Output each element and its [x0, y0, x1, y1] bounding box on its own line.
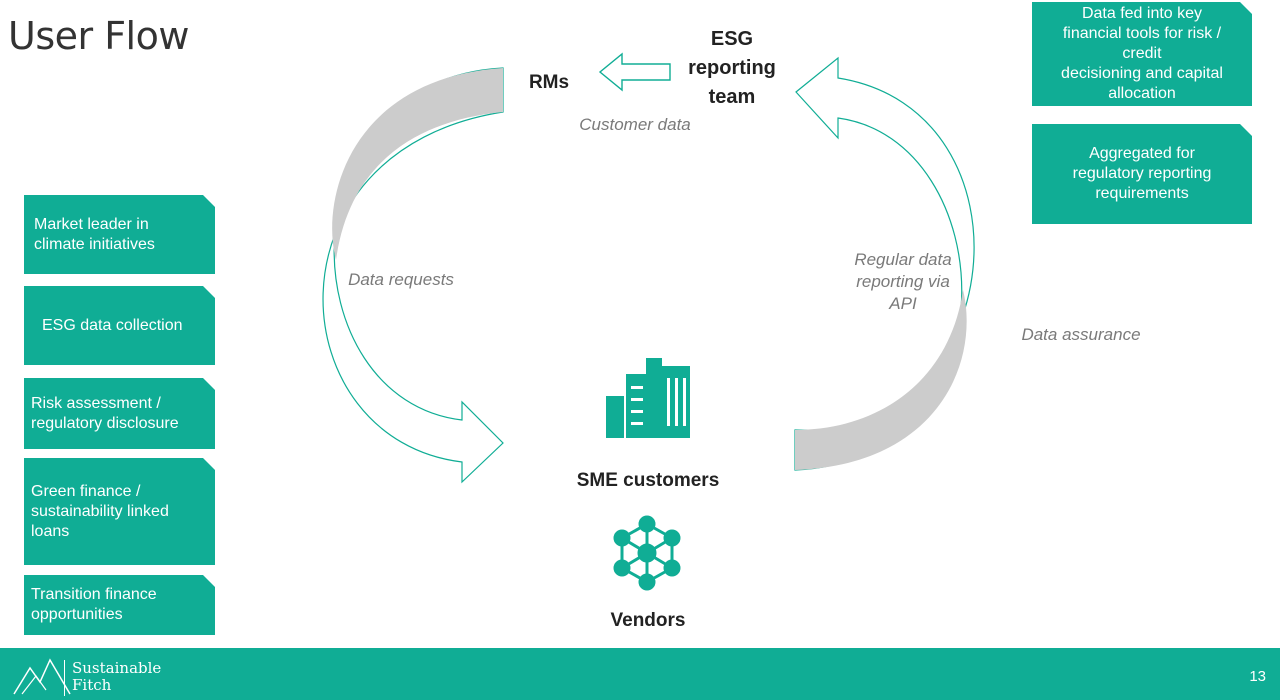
flow-diagram	[322, 52, 975, 591]
data-assurance-label: Data assurance	[1021, 325, 1141, 344]
page-number: 13	[1249, 668, 1266, 685]
card-green-finance: Green finance / sustainability linked lo…	[24, 458, 215, 565]
regular-reporting-arrow-shade	[795, 290, 967, 470]
brand-line-1: Sustainable	[72, 659, 162, 677]
customer-data-label: Customer data	[579, 115, 691, 134]
rms-label: RMs	[528, 72, 570, 93]
card-esg-data-collection: ESG data collection	[24, 286, 215, 365]
mountain-logo-icon	[13, 658, 71, 695]
card-market-leader: Market leader in climate initiatives	[24, 195, 215, 274]
regular-reporting-label: Regular data reporting via API	[854, 250, 952, 313]
card-regulatory-reporting: Aggregated for regulatory reporting requ…	[1032, 124, 1252, 224]
vendors-label: Vendors	[610, 610, 686, 631]
data-requests-arrow-shade	[332, 68, 503, 260]
card-transition-finance: Transition finance opportunities	[24, 575, 215, 635]
card-risk-assessment: Risk assessment / regulatory disclosure	[24, 378, 215, 449]
sme-customers-label: SME customers	[576, 470, 720, 491]
brand-divider	[64, 660, 65, 696]
customer-data-arrow	[598, 52, 671, 92]
network-icon	[613, 515, 681, 591]
data-requests-label: Data requests	[348, 270, 454, 289]
footer-bar: Sustainable Fitch 13	[0, 648, 1280, 700]
brand-line-2: Fitch	[72, 676, 112, 694]
buildings-icon	[606, 358, 690, 438]
esg-reporting-team-label: ESG reporting team	[688, 28, 776, 108]
page-title: User Flow	[8, 14, 189, 58]
card-financial-tools: Data fed into key financial tools for ri…	[1032, 2, 1252, 106]
brand-name: Sustainable Fitch	[72, 660, 161, 694]
